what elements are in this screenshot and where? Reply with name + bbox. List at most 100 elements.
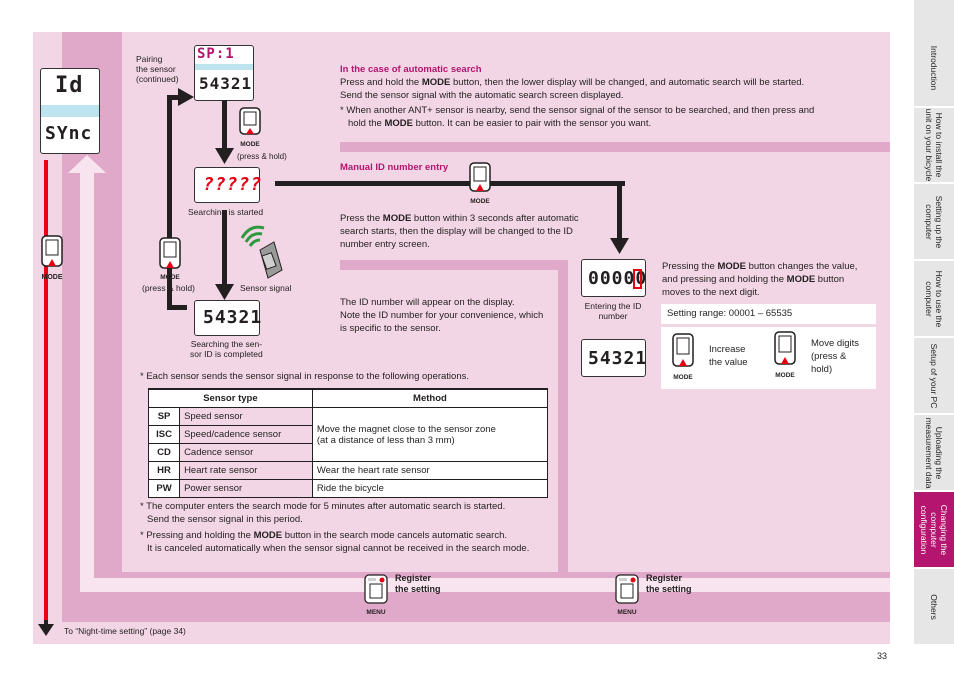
menu-button-1[interactable]: MENU: [363, 574, 389, 616]
sensor-code: ISC: [147, 425, 181, 444]
setting-range-box: Setting range: 00001 – 65535: [661, 304, 876, 324]
text-bold: MODE: [786, 274, 816, 285]
manual-right-g: moves to the next digit.: [662, 287, 760, 298]
tab-how-to-use[interactable]: How to use the computer: [914, 261, 954, 338]
flow-up-line: [167, 95, 172, 310]
sensor-name: Heart rate sensor: [179, 461, 313, 480]
text-span: * Pressing and holding the: [140, 530, 254, 541]
tab-label: How to use the computer: [924, 270, 944, 327]
text-span: button in the search mode cancels automa…: [282, 530, 508, 541]
display-searching: ?????: [194, 167, 263, 203]
display-lower-band: [41, 105, 99, 117]
method-cell: Move the magnet close to the sensor zone…: [311, 407, 549, 462]
auto-search-note-b: hold the MODE button. It can be easier t…: [340, 117, 880, 130]
text-span: button within 3 seconds after automatic: [411, 213, 579, 224]
manual-flow-arrow-head: [610, 238, 629, 254]
auto-search-note-a: * When another ANT+ sensor is nearby, se…: [340, 105, 815, 116]
return-channel: [80, 170, 94, 592]
text-span: Press and hold the: [340, 77, 422, 88]
mode-button-hold-1[interactable]: MODE: [238, 107, 262, 148]
mode-button-move[interactable]: MODE: [773, 331, 797, 379]
sensor-code: PW: [147, 479, 181, 498]
text-bold: MODE: [717, 261, 746, 272]
tab-changing-config[interactable]: Changing the computer configuration: [914, 492, 954, 569]
divider-band-2: [340, 260, 568, 270]
display-searching-text: ?????: [203, 174, 263, 195]
text-span: button. It can be easier to pair with th…: [412, 118, 652, 129]
menu-label: MENU: [617, 609, 637, 616]
sensor-name: Cadence sensor: [179, 443, 313, 462]
sensor-code: HR: [147, 461, 181, 480]
press-hold-caption-1: (press & hold): [237, 152, 287, 161]
left-flow-arrow-head: [38, 620, 54, 636]
mode-button-increase[interactable]: MODE: [671, 333, 695, 381]
text-span: hold the: [348, 118, 385, 129]
method-magnet-1: Move the magnet close to the sensor zone: [316, 423, 496, 435]
setting-range-text: Setting range: 00001 – 65535: [667, 308, 793, 319]
sensor-table: Sensor type Method SP Speed sensor Move …: [147, 388, 549, 498]
text-bold: MODE: [253, 530, 283, 541]
display-sp-id: SP:1 54321: [194, 45, 254, 101]
return-channel-bottom: [80, 578, 890, 592]
mode-label: MODE: [160, 274, 180, 281]
down-arrow-head-2: [215, 284, 234, 300]
auto-search-p2: Send the sensor signal with the automati…: [340, 90, 624, 101]
auto-search-heading: In the case of automatic search: [340, 64, 482, 75]
note-2d: It is canceled automatically when the se…: [147, 543, 530, 554]
down-line-2: [222, 210, 227, 286]
mode-button-hold-2[interactable]: MODE: [158, 237, 182, 281]
tab-column-bg: [914, 0, 954, 30]
night-time-link[interactable]: To “Night-time setting” (page 34): [64, 626, 186, 636]
tab-introduction[interactable]: Introduction: [914, 30, 954, 108]
method-cell: Ride the bicycle: [311, 479, 549, 498]
menu-label: MENU: [366, 609, 386, 616]
menu-button-icon: [364, 574, 388, 604]
left-flow-line: [44, 160, 48, 625]
mode-button-icon: [774, 331, 796, 365]
id-note-2: Note the ID number for your convenience,…: [340, 310, 544, 321]
notes: * The computer enters the search mode fo…: [140, 500, 560, 555]
tab-uploading[interactable]: Uploading the measurement data: [914, 415, 954, 492]
display-id-text: Id: [55, 73, 84, 98]
menu-button-2[interactable]: MENU: [614, 574, 640, 616]
mode-button-icon: [672, 333, 694, 367]
tab-setup-pc[interactable]: Setup of your PC: [914, 338, 954, 415]
manual-right-text: Pressing the MODE button changes the val…: [662, 260, 882, 299]
mode-button-icon: [41, 235, 63, 267]
tab-label: Setting up the computer: [924, 195, 944, 248]
increase-caption: Increase the value: [709, 344, 748, 368]
display-entering-cursor: [633, 269, 642, 289]
down-line-1: [222, 100, 227, 150]
display-completed-text: 54321: [203, 307, 263, 328]
tab-setting-up[interactable]: Setting up the computer: [914, 184, 954, 261]
display-entered: 54321: [581, 339, 646, 377]
text-span: Press the: [340, 213, 383, 224]
tab-label: Changing the computer configuration: [919, 504, 949, 555]
sensor-icon: [240, 225, 283, 279]
text-bold: MODE: [382, 213, 412, 224]
tab-label: How to install the unit on your bicycle: [924, 108, 944, 182]
manual-flow-line: [275, 181, 625, 186]
display-sp-text: SP:1: [197, 46, 235, 62]
id-note-3: is specific to the sensor.: [340, 323, 441, 334]
text-span: button: [815, 274, 845, 285]
mode-button-manual[interactable]: MODE: [468, 162, 492, 205]
table-header-row: Sensor type Method: [148, 388, 549, 408]
display-band: [195, 64, 253, 70]
note-2a: * Pressing and holding the MODE button i…: [140, 529, 560, 542]
sensor-name: Speed sensor: [179, 407, 313, 426]
register-caption-2: Register the setting: [646, 573, 692, 594]
sensor-code: SP: [147, 407, 181, 426]
text-span: and pressing and holding the: [662, 274, 787, 285]
left-mode-button[interactable]: MODE: [40, 235, 64, 283]
table-row: PW Power sensor Ride the bicycle: [147, 479, 549, 498]
tab-others[interactable]: Others: [914, 569, 954, 646]
tab-install[interactable]: How to install the unit on your bicycle: [914, 108, 954, 184]
text-span: Pressing the: [662, 261, 718, 272]
display-entering: 00000: [581, 259, 646, 297]
mode-button-icon: [239, 107, 261, 135]
tab-label: Introduction: [929, 45, 939, 91]
pairing-caption: Pairing the sensor (continued): [136, 54, 179, 84]
method-magnet-2: (at a distance of less than 3 mm): [316, 434, 455, 446]
text-span: button, then the lower display will be c…: [450, 77, 805, 88]
